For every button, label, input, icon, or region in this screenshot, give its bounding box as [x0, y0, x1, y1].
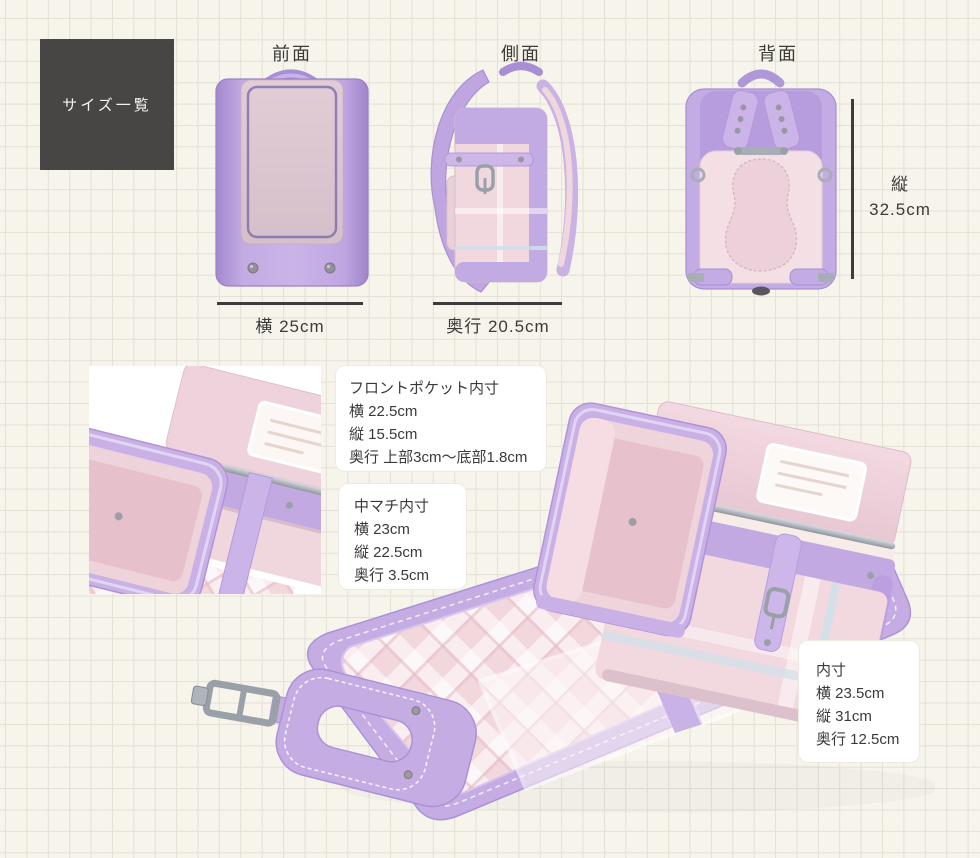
- front-view-label: 前面: [272, 44, 312, 64]
- back-height-measure-unit: 縦: [891, 175, 909, 194]
- side-flap-arc: [430, 69, 492, 293]
- front-width-measure-line: [217, 302, 363, 305]
- front-flap-stitch: [246, 85, 338, 239]
- side-top-cap: [455, 108, 547, 144]
- back-strap-left: [722, 90, 759, 150]
- front-pocket-dimensions-title: フロントポケット内寸: [349, 380, 500, 397]
- gusset-closeup-illustration: [89, 366, 321, 594]
- main-compartment-dimensions-title: 内寸: [816, 662, 847, 679]
- front-flap-panel: [240, 79, 344, 245]
- middle-gusset-dimensions-box: 中マチ内寸 横 23cm 縦 22.5cm 奥行 3.5cm: [338, 483, 467, 590]
- main-compartment-width: 横 23.5cm: [816, 685, 885, 702]
- middle-gusset-dimensions-title: 中マチ内寸: [354, 498, 430, 515]
- closeup-open-gusset: [89, 422, 229, 594]
- gusset-closeup-photo: [89, 366, 321, 594]
- flap-lock-buckle: [190, 679, 290, 727]
- back-height-measure-label: 縦 32.5cm: [854, 172, 946, 222]
- flap-handle-tab: [275, 668, 477, 808]
- front-pocket-dimensions-box: フロントポケット内寸 横 22.5cm 縦 15.5cm 奥行 上部3cm〜底部…: [335, 365, 547, 472]
- back-bottom-knob: [752, 286, 770, 296]
- size-overview-label-box: サイズ一覧: [40, 39, 174, 170]
- back-height-measure-line: [851, 99, 854, 279]
- side-view-label: 側面: [501, 44, 541, 64]
- front-width-measure-label: 横 25cm: [255, 317, 325, 336]
- middle-gusset-width: 横 23cm: [354, 521, 410, 538]
- side-back-edge: [529, 110, 547, 280]
- open-strap: [754, 533, 802, 652]
- main-compartment-depth: 奥行 12.5cm: [816, 731, 900, 748]
- front-pocket-depth: 奥行 上部3cm〜底部1.8cm: [349, 449, 528, 466]
- front-rivet-left: [247, 262, 259, 274]
- back-dring-right: [817, 167, 833, 183]
- back-height-measure-value: 32.5cm: [869, 200, 931, 219]
- middle-gusset-height: 縦 22.5cm: [354, 544, 423, 561]
- side-depth-measure-line: [433, 302, 562, 305]
- open-middle-gusset: [533, 402, 727, 638]
- front-pocket-height: 縦 15.5cm: [349, 426, 418, 443]
- main-compartment-height: 縦 31cm: [816, 708, 872, 725]
- side-bottom-edge: [455, 262, 547, 282]
- middle-gusset-depth: 奥行 3.5cm: [354, 567, 430, 584]
- side-shoulder-strap-inner: [542, 87, 573, 267]
- back-view-label: 背面: [758, 44, 798, 64]
- front-view-illustration: [215, 69, 369, 287]
- front-pocket-width: 横 22.5cm: [349, 403, 418, 420]
- side-handle: [499, 62, 543, 76]
- back-view-illustration: [685, 69, 837, 296]
- flap-handle-end: [190, 668, 477, 808]
- back-center-pad: [724, 158, 798, 272]
- side-depth-measure-label: 奥行 20.5cm: [446, 317, 550, 336]
- back-handle: [737, 69, 785, 88]
- closeup-strap: [218, 471, 274, 594]
- back-dring-left: [690, 167, 706, 183]
- front-rivet-right: [324, 262, 336, 274]
- size-overview-label: サイズ一覧: [62, 97, 152, 114]
- open-backpack-illustration: [190, 401, 935, 821]
- back-metal-bar: [738, 147, 784, 155]
- side-view-illustration: [430, 62, 579, 293]
- back-strap-right: [763, 90, 800, 150]
- main-compartment-dimensions-box: 内寸 横 23.5cm 縦 31cm 奥行 12.5cm: [798, 640, 920, 763]
